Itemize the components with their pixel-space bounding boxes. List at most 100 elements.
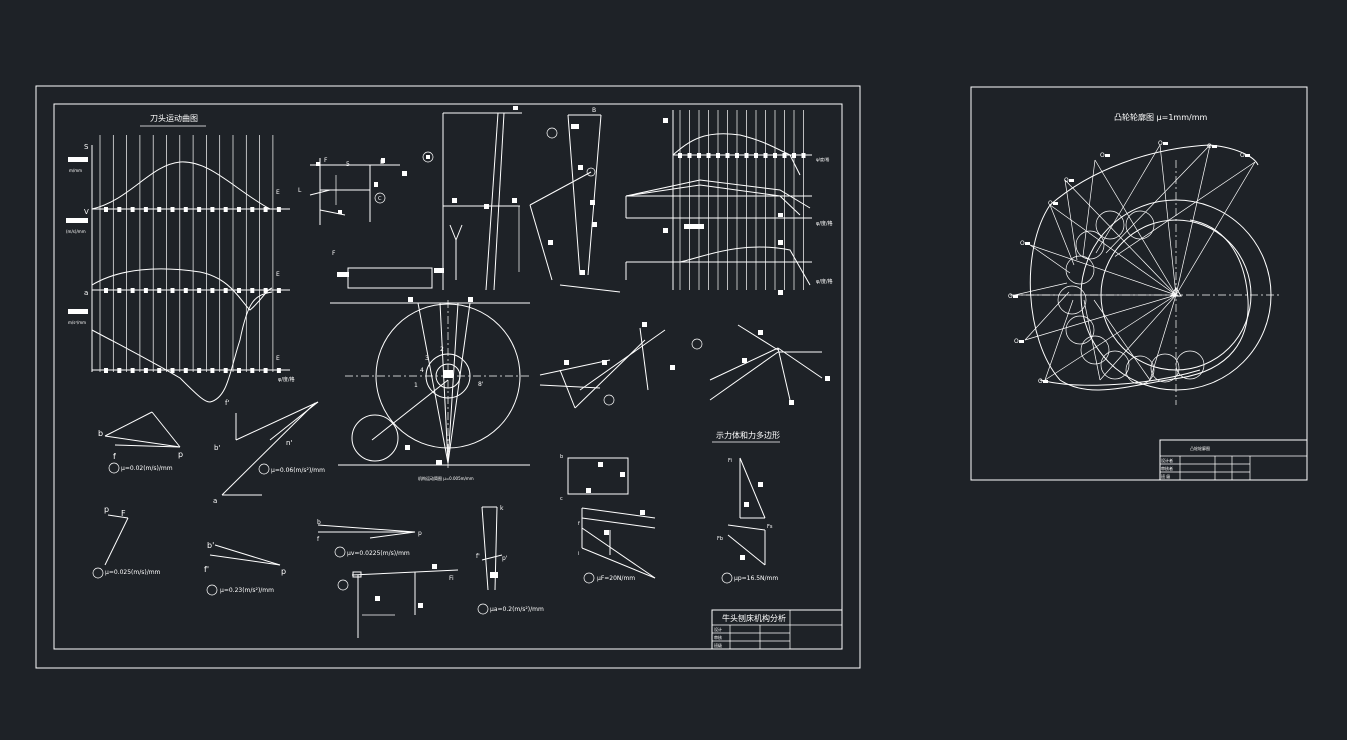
svg-text:O: O [1158,140,1163,147]
v-end-label: E [276,271,280,278]
svg-text:b: b [560,454,563,460]
svg-text:f': f' [204,565,209,574]
svg-text:μa=0.2(m/s²)/mm: μa=0.2(m/s²)/mm [490,606,544,613]
left-outer-frame [35,85,861,669]
svg-text:n': n' [286,439,292,447]
svg-text:k: k [500,505,504,512]
x-axis-label: φ/度/格 [278,376,295,383]
svg-text:p: p [178,450,183,459]
svg-text:审核: 审核 [714,634,722,640]
velocity-polygon-e: b f p μv=0.0225(m/s)/mm [317,519,422,558]
svg-text:C: C [378,196,382,202]
velocity-polygon-a: b f p μ=0.02(m/s)/mm [98,411,183,474]
svg-text:O: O [1020,240,1025,247]
svg-text:c: c [560,496,563,502]
svg-text:μF=20N/mm: μF=20N/mm [597,575,635,582]
svg-text:1: 1 [414,382,418,389]
force-polygon-g: b c f i μF=20N/mm [560,454,656,584]
cam-profile-title: 凸轮轮廓图 μ=1mm/mm [1114,112,1207,122]
left-inner-frame [53,103,843,650]
svg-text:F: F [332,250,336,257]
svg-text:μ=0.025(m/s)/mm: μ=0.025(m/s)/mm [105,569,161,576]
force-polygon-h: 示力体和力多边形 Fi Fb Fs μp=16.5N/mm [712,430,780,584]
svg-text:O: O [1064,177,1069,184]
velocity-polygon-d: b' f' p μ=0.23(m/s²)/mm [204,541,286,596]
svg-text:φ/度/格: φ/度/格 [816,220,833,227]
svg-text:L: L [298,187,302,194]
svg-text:p: p [418,530,422,537]
a-unit: m/s²/mm [68,320,86,325]
v-axis-label: V [84,208,89,216]
svg-text:φ/度/格: φ/度/格 [816,156,829,162]
s-end-label: E [276,189,280,196]
svg-text:设计者: 设计者 [1161,457,1173,463]
svg-text:2: 2 [440,346,444,353]
v-unit: (m/s)/mm [66,229,86,234]
acceleration-sketch: Fi [337,564,459,638]
rocker-linkage-diagram: B [529,107,621,293]
svg-text:b: b [98,429,103,438]
svg-text:Fi: Fi [728,458,732,464]
svg-text:B: B [592,107,596,114]
svg-text:O: O [1048,200,1053,207]
svg-text:设计: 设计 [714,626,722,632]
svg-text:b': b' [214,444,220,452]
svg-text:8': 8' [478,381,484,388]
svg-text:O: O [1240,152,1245,159]
svg-text:O: O [1008,293,1013,300]
svg-text:p: p [281,567,286,576]
mechanism-scale-label: 机构运动简图 μ=0.005m/mm [418,475,474,481]
velocity-polygon-b: f' b' n' a μ=0.06(m/s²)/mm [213,399,325,505]
slider-linkage-diagram: F 5 B C L [298,151,434,225]
svg-text:μ=0.06(m/s²)/mm: μ=0.06(m/s²)/mm [271,467,325,474]
svg-text:班级: 班级 [714,642,722,648]
svg-text:f: f [578,521,580,527]
svg-text:F: F [324,157,328,164]
left-sheet: 刀头运动曲图 S V a m/mm (m/s)/mm m/s²/mm E [35,85,861,669]
svg-text:Fi: Fi [449,575,454,582]
svg-text:审核者: 审核者 [1161,465,1173,471]
svg-text:O: O [1207,143,1212,150]
crank-circle-diagram: 3 4 1 2 8' 机构运动简图 μ=0.005m/mm [330,297,530,481]
left-title-block-title: 牛头刨床机构分析 [722,613,786,623]
svg-text:4: 4 [420,367,424,374]
svg-text:f': f' [476,553,480,560]
velocity-polygon-f: k f' p' μa=0.2(m/s²)/mm [476,505,544,615]
svg-text:f: f [113,452,116,461]
svg-text:μp=16.5N/mm: μp=16.5N/mm [734,575,778,582]
motion-curves-chart: 刀头运动曲图 S V a m/mm (m/s)/mm m/s²/mm E [66,113,295,403]
svg-text:μv=0.0225(m/s)/mm: μv=0.0225(m/s)/mm [347,550,410,557]
svg-text:φ/度/格: φ/度/格 [816,278,833,285]
left-title-block: 牛头刨床机构分析 设计 审核 班级 [711,609,843,650]
chart-title: 刀头运动曲图 [150,113,198,123]
svg-text:O: O [1038,378,1043,385]
cam-profile-drawing: O O O O O O O O O O [1008,140,1280,405]
right-sheet: 凸轮轮廓图 μ=1mm/mm O O O O O O O O O O 凸轮轮廓图 设计者 [970,86,1308,481]
svg-text:3: 3 [425,355,429,362]
moment-graphs: φ/度/格 φ/度/格 φ/度/格 [625,110,833,295]
svg-text:Fs: Fs [767,524,773,530]
svg-text:i: i [578,551,579,557]
svg-text:O: O [1100,152,1105,159]
force-polygon-a [539,322,675,409]
svg-text:Fb: Fb [717,536,723,542]
svg-text:p': p' [502,555,508,562]
force-title: 示力体和力多边形 [716,430,780,440]
right-title-block-title: 凸轮轮廓图 [1190,445,1210,451]
svg-text:a: a [213,497,217,505]
guide-bar-diagram: F [332,106,522,291]
svg-text:5: 5 [346,161,350,168]
svg-text:班 级: 班 级 [1161,473,1170,479]
right-title-block: 凸轮轮廓图 设计者 审核者 班 级 [1159,439,1308,481]
svg-text:p: p [104,505,109,514]
svg-text:F: F [121,509,126,518]
svg-text:b': b' [207,541,214,550]
svg-text:f: f [317,536,320,543]
svg-text:O: O [1014,338,1019,345]
velocity-polygon-c: p F μ=0.025(m/s)/mm [92,505,161,579]
svg-text:b: b [317,519,321,526]
svg-text:μ=0.23(m/s²)/mm: μ=0.23(m/s²)/mm [220,587,274,594]
force-polygon-b [691,324,830,405]
right-frame [970,86,1308,481]
